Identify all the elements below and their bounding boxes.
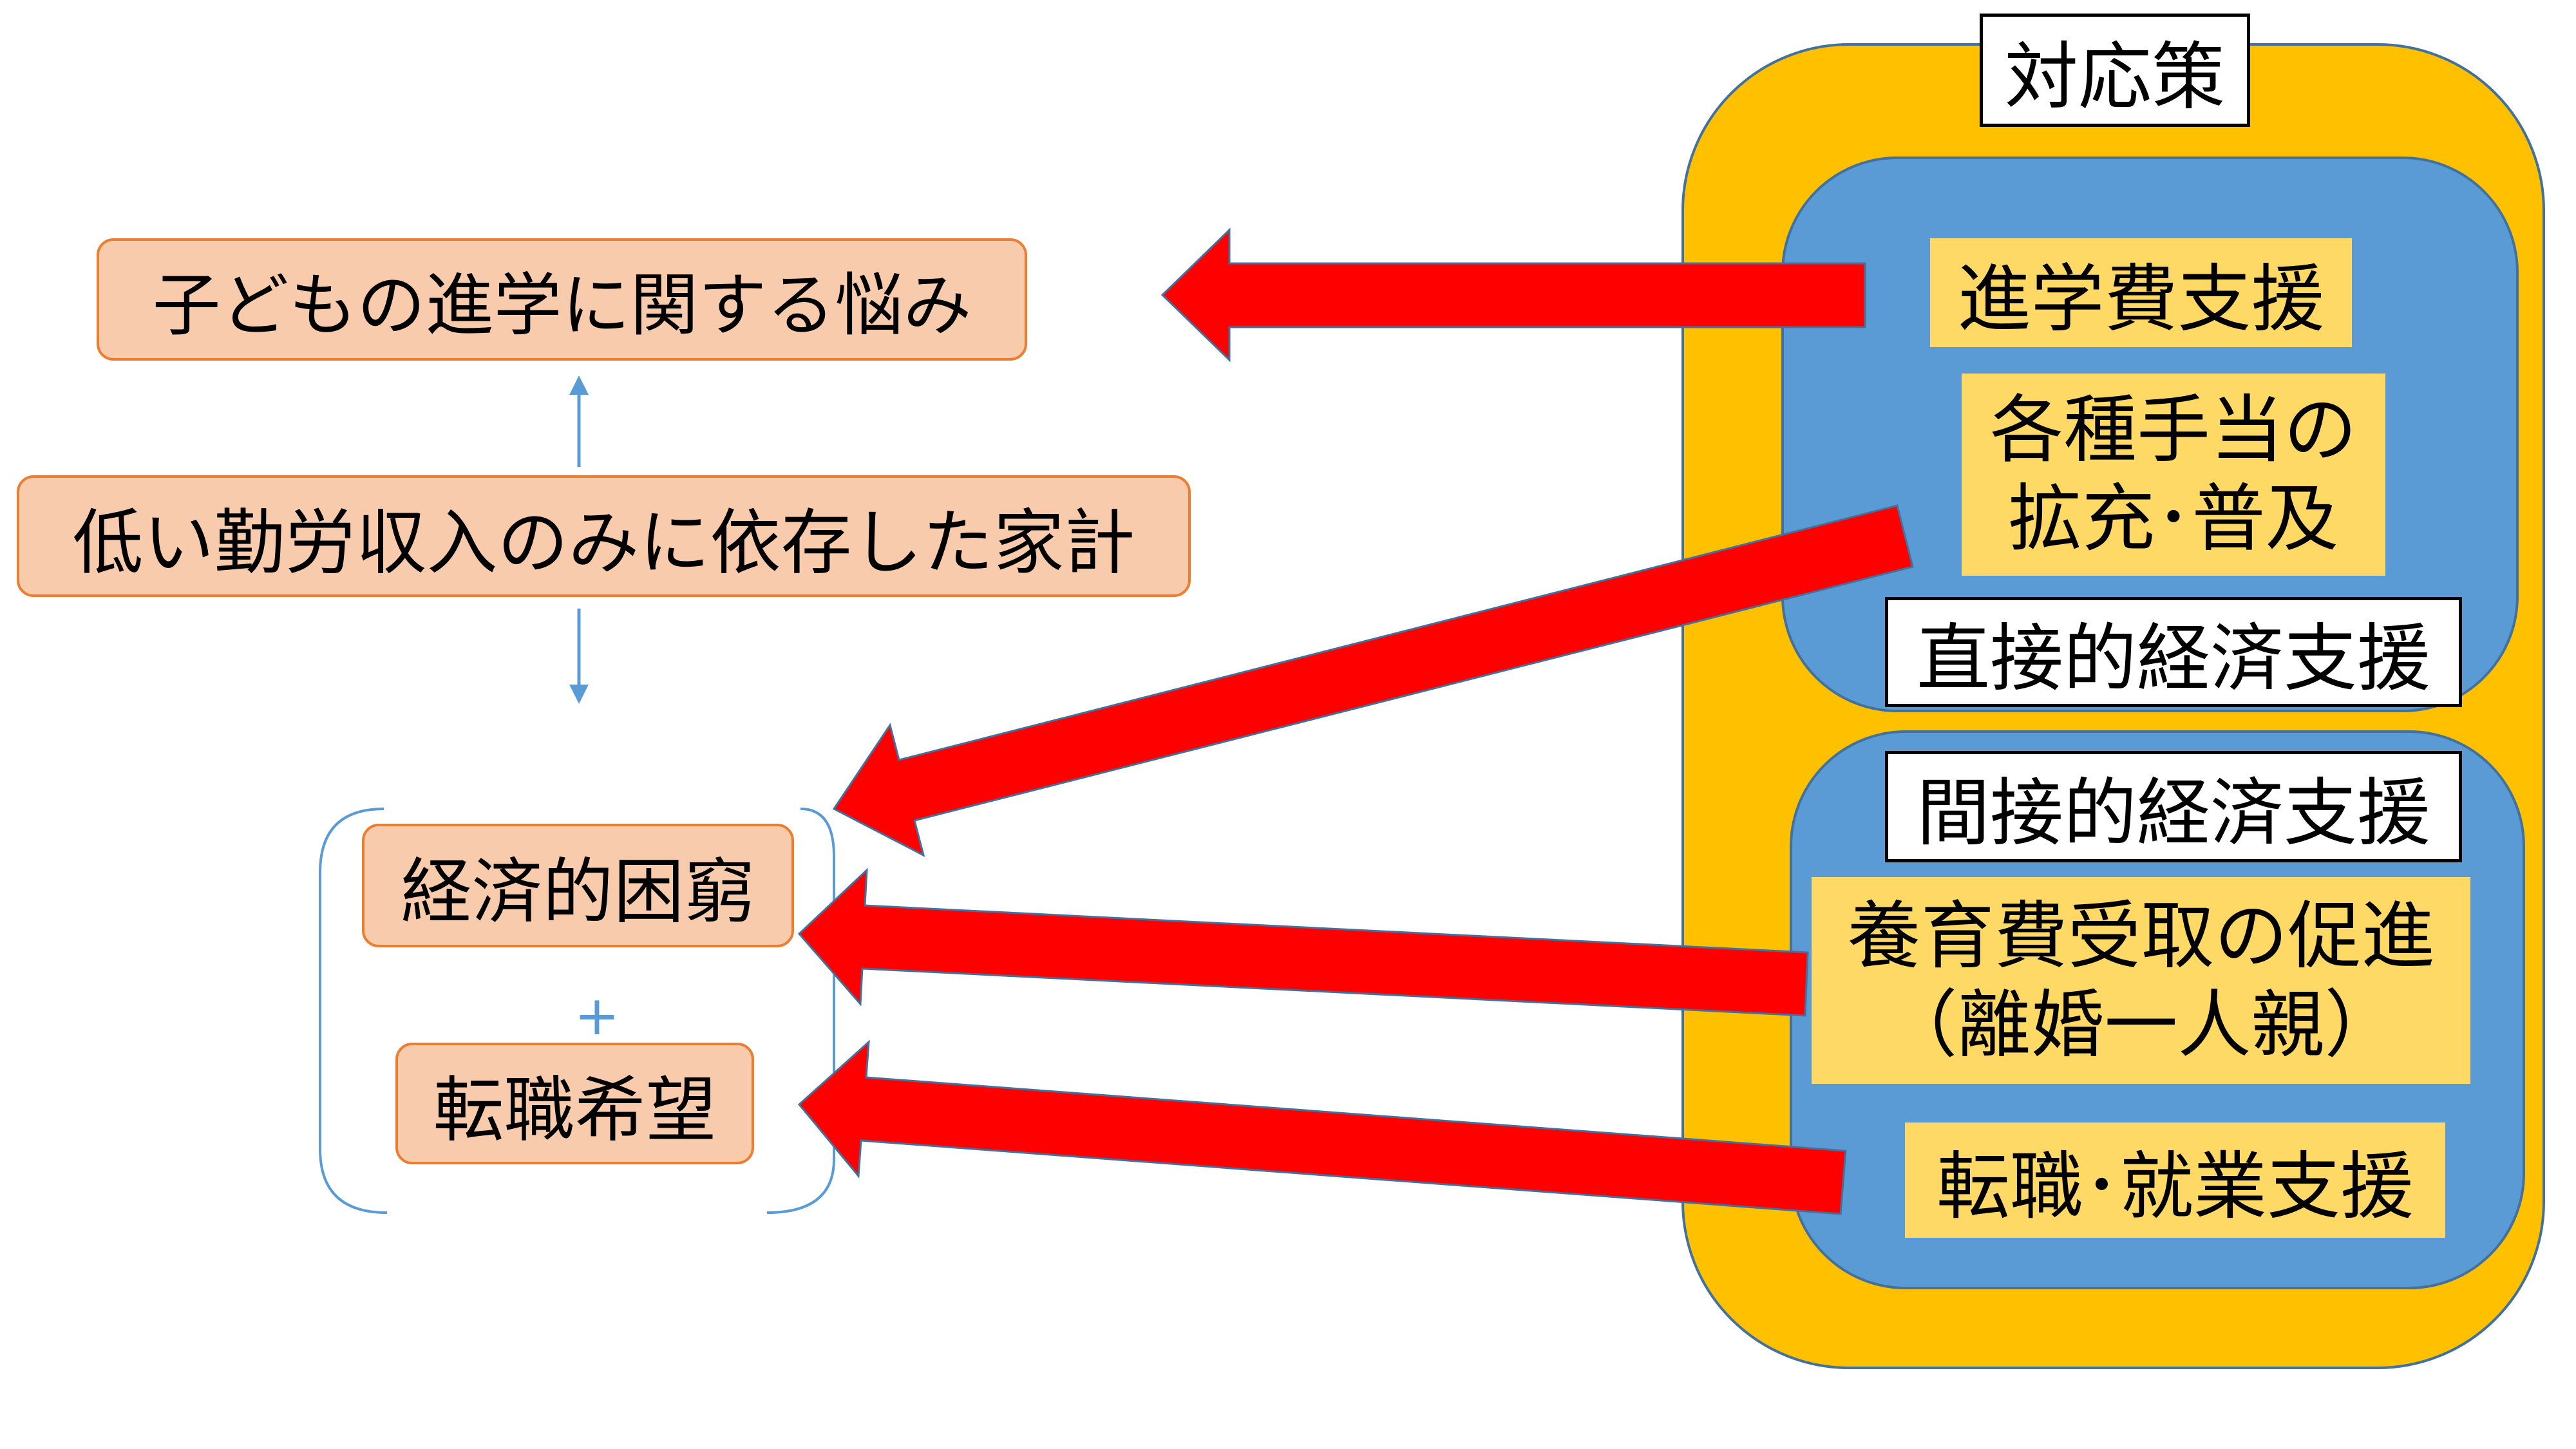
employment-support-label: 転職･就業支援	[1936, 1144, 2414, 1229]
countermeasures-title-text: 対応策	[2004, 33, 2225, 120]
job-change-box: 転職希望	[395, 1043, 754, 1164]
right-bracket	[766, 808, 835, 1214]
child-support-label-line1: 養育費受取の促進	[1847, 893, 2435, 979]
arrow-child-support-to-poverty	[797, 867, 1809, 1017]
study-support-label: 進学費支援	[1957, 256, 2325, 342]
countermeasures-title: 対応策	[1980, 14, 2250, 127]
allowance-label-line2: 拡充･普及	[2008, 476, 2339, 562]
arrow-employment-support-to-job-change	[797, 1039, 1847, 1215]
allowance-box: 各種手当の 拡充･普及	[1962, 374, 2385, 576]
household-box: 低い勤労収入のみに依存した家計	[17, 475, 1191, 597]
up-connector-arrowhead	[569, 375, 589, 395]
arrow-allowance-to-poverty	[832, 504, 1914, 857]
left-bracket	[319, 808, 388, 1214]
down-connector-arrowhead	[569, 685, 589, 704]
direct-support-label-box: 直接的経済支援	[1885, 597, 2462, 707]
child-support-label-line2: （離婚一人親）	[1884, 981, 2398, 1068]
child-support-box: 養育費受取の促進 （離婚一人親）	[1812, 877, 2470, 1084]
allowance-label-line1: 各種手当の	[1989, 387, 2357, 473]
concern-label: 子どもの進学に関する悩み	[152, 266, 972, 345]
direct-support-label: 直接的経済支援	[1916, 616, 2430, 701]
indirect-support-label-box: 間接的経済支援	[1885, 751, 2462, 862]
job-change-label: 転職希望	[433, 1068, 717, 1151]
poverty-box: 経済的困窮	[362, 824, 794, 947]
study-support-box: 進学費支援	[1930, 238, 2352, 347]
employment-support-box: 転職･就業支援	[1905, 1122, 2445, 1238]
concern-box: 子どもの進学に関する悩み	[97, 238, 1027, 361]
plus-sign: +	[574, 984, 620, 1047]
poverty-label: 経済的困窮	[401, 851, 755, 933]
household-label: 低い勤労収入のみに依存した家計	[72, 501, 1135, 584]
indirect-support-label: 間接的経済支援	[1916, 770, 2430, 856]
arrow-study-support-to-concern	[1160, 227, 1866, 363]
